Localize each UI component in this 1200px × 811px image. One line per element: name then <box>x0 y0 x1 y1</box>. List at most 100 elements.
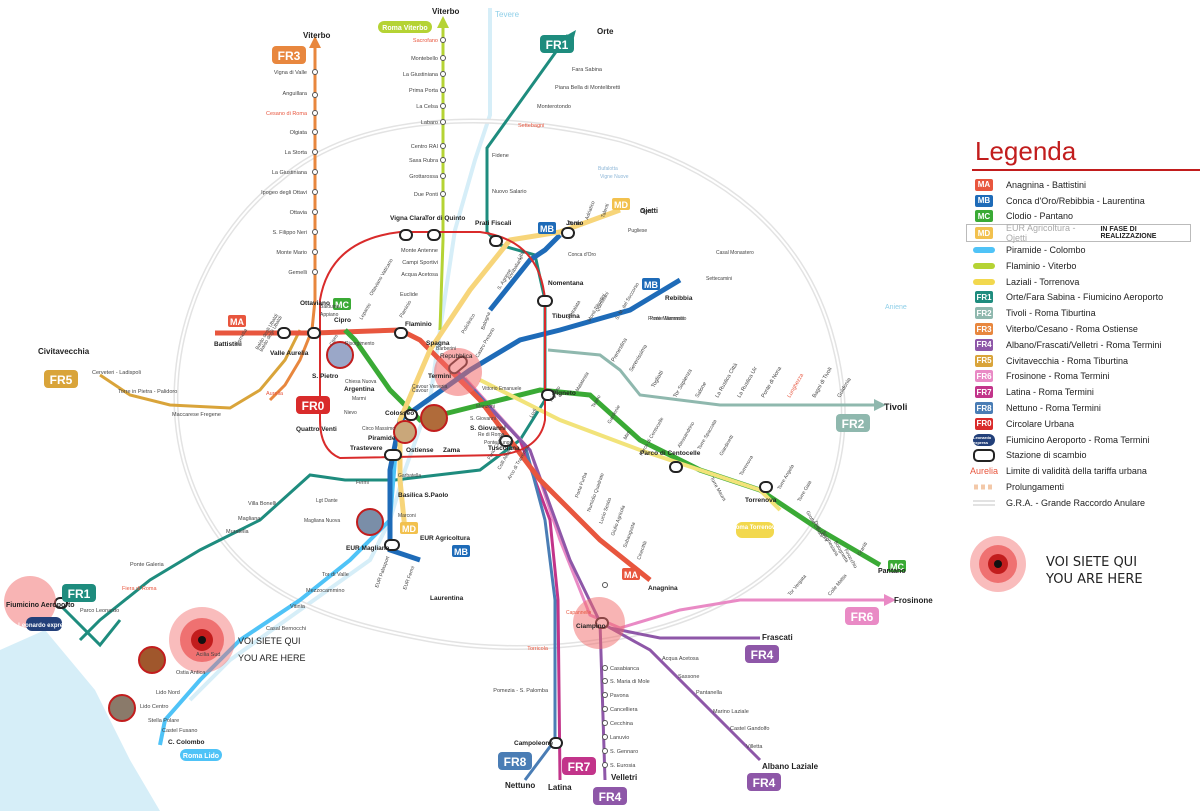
label-ciampino: Ciampino <box>576 623 606 630</box>
fr4-velletri-tag[interactable]: FR4 <box>593 787 627 805</box>
lido-station-labels: Tor di Valle Mezzocammino Vitinia Casal … <box>140 572 349 734</box>
svg-text:La Giustiniana: La Giustiniana <box>272 170 308 176</box>
label-termini: Termini <box>428 373 451 380</box>
fr6-tag[interactable]: FR6 <box>845 607 879 625</box>
interchange-campoleone[interactable] <box>549 737 563 749</box>
legend-item-label: Latina - Roma Termini <box>1006 387 1094 398</box>
svg-text:Monterotondo: Monterotondo <box>537 104 571 110</box>
roma-lido-tag[interactable]: Roma Lido <box>180 749 222 761</box>
leonardo-tag[interactable]: Leonardo express <box>18 617 71 631</box>
interchange-vigna-clara[interactable] <box>399 229 413 241</box>
roma-viterbo-tag[interactable]: Roma Viterbo <box>378 21 432 33</box>
interchange-ostiense[interactable] <box>384 449 402 461</box>
fr3-tag[interactable]: FR3 <box>272 46 306 64</box>
interchange-flaminio[interactable] <box>394 327 408 339</box>
label-frascati: Frascati <box>762 633 793 642</box>
svg-text:Alessandrino: Alessandrino <box>677 421 697 449</box>
legend-item: Flaminio - Viterbo <box>972 258 1200 274</box>
fr5-line <box>99 329 302 410</box>
svg-text:Sacrofano: Sacrofano <box>413 38 438 44</box>
landmark-icons <box>108 341 448 722</box>
interchange-prati-fiscali[interactable] <box>489 235 503 247</box>
interchange-tor-di-quinto[interactable] <box>427 229 441 241</box>
label-tiburtina: Tiburtina <box>552 313 580 320</box>
fr5-tag[interactable]: FR5 <box>44 370 78 388</box>
svg-text:FR4: FR4 <box>599 790 622 804</box>
legend-line-icon <box>972 260 996 272</box>
svg-text:Chiesa Nuova: Chiesa Nuova <box>345 379 377 385</box>
interchange-eur-magliana[interactable] <box>384 539 400 551</box>
fr1s-station-labels: Ponte Galeria Fiera di Roma Parco Leonar… <box>80 501 276 614</box>
interchange-colosseo[interactable] <box>404 409 418 421</box>
fr4-frascati-tag[interactable]: FR4 <box>745 645 779 663</box>
svg-text:Pugliese: Pugliese <box>628 228 647 234</box>
md-south-tag[interactable]: MD <box>400 522 418 534</box>
legend-item-label: Limite di validità della tariffa urbana <box>1006 466 1147 477</box>
fr1-bottom-tag[interactable]: FR1 <box>62 584 96 602</box>
svg-text:Piana Bella di Montelibretti: Piana Bella di Montelibretti <box>555 85 620 91</box>
tevere-river <box>188 8 492 702</box>
fr3-line <box>268 42 317 402</box>
interchange-torrenova[interactable] <box>759 481 773 493</box>
interchange-parco-centocelle[interactable] <box>669 461 683 473</box>
label-repubblica: Repubblica <box>440 353 473 360</box>
interchange-s-giovanni[interactable] <box>499 435 513 447</box>
svg-text:Mezzocammino: Mezzocammino <box>306 588 345 594</box>
fr0-tag[interactable]: FR0 <box>296 396 330 414</box>
svg-text:Stella Polare: Stella Polare <box>148 718 179 724</box>
mc-east-tag[interactable]: MC <box>888 560 906 572</box>
interchange-ottaviano[interactable] <box>307 327 321 339</box>
mb-mid-tag[interactable]: MB <box>538 222 556 234</box>
mb-east-tag[interactable]: MB <box>642 278 660 290</box>
ma-south-tag[interactable]: MA <box>622 568 640 580</box>
svg-text:Lucio Sestio: Lucio Sestio <box>598 497 613 525</box>
legend-badge-icon: MB <box>972 194 996 207</box>
svg-text:Tor di Valle: Tor di Valle <box>322 572 349 578</box>
svg-text:Gemelli: Gemelli <box>288 270 307 276</box>
md-north-tag[interactable]: MD <box>612 198 630 210</box>
svg-text:Mirti: Mirti <box>623 430 633 441</box>
svg-text:Circo Massimo: Circo Massimo <box>362 426 395 432</box>
fr1-top-tag[interactable]: FR1 <box>540 35 574 53</box>
interchanges <box>54 227 773 749</box>
fr8-tag[interactable]: FR8 <box>498 752 532 770</box>
svg-text:Casal Bernocchi: Casal Bernocchi <box>266 626 306 632</box>
svg-text:Settecamini: Settecamini <box>706 276 732 282</box>
interchange-jonio[interactable] <box>561 227 575 239</box>
svg-text:Manzoni: Manzoni <box>476 404 495 410</box>
svg-text:Numidio Quadrato: Numidio Quadrato <box>586 472 606 512</box>
ma-west-tag[interactable]: MA <box>228 315 246 327</box>
svg-text:Porta Furba: Porta Furba <box>574 472 589 499</box>
svg-text:MA: MA <box>230 317 244 327</box>
fr7-tag[interactable]: FR7 <box>562 757 596 775</box>
svg-text:Baiduina: Baiduina <box>320 304 340 310</box>
interchange-tiburtina[interactable] <box>537 295 553 307</box>
svg-text:FR3: FR3 <box>278 49 301 63</box>
mc-west-tag[interactable]: MC <box>333 298 351 310</box>
label-viterbo-rv: Viterbo <box>432 7 460 16</box>
svg-text:FR0: FR0 <box>302 399 325 413</box>
fare-limit-icon: Aurelia <box>970 466 999 477</box>
mb-south-tag[interactable]: MB <box>452 545 470 557</box>
svg-text:Cecchina: Cecchina <box>610 721 634 727</box>
svg-text:Vigna di Valle: Vigna di Valle <box>274 70 307 76</box>
label-eur-magliana: EUR Magliana <box>346 545 390 552</box>
label-ostiense: Ostiense <box>406 447 434 454</box>
svg-text:Barberini: Barberini <box>436 346 456 352</box>
interchange-valle-aurelia[interactable] <box>277 327 291 339</box>
svg-text:Fara Sabina: Fara Sabina <box>572 67 603 73</box>
svg-text:Bufalotta: Bufalotta <box>598 166 618 172</box>
interchange-pigneto[interactable] <box>541 389 555 401</box>
svg-text:Libia: Libia <box>517 249 528 261</box>
fr4-albano-tag[interactable]: FR4 <box>747 773 781 791</box>
fr2-tag[interactable]: FR2 <box>836 414 870 432</box>
roma-torrenova-tag[interactable]: Roma Torrenova <box>731 522 779 538</box>
svg-text:Subaugusta: Subaugusta <box>622 521 637 548</box>
svg-text:La Giustiniana: La Giustiniana <box>403 72 439 78</box>
svg-text:Muratella: Muratella <box>226 529 250 535</box>
legend-item-label: Clodio - Pantano <box>1006 211 1074 222</box>
svg-text:FR1: FR1 <box>68 587 91 601</box>
label-prati-fiscali: Prati Fiscali <box>475 220 512 227</box>
